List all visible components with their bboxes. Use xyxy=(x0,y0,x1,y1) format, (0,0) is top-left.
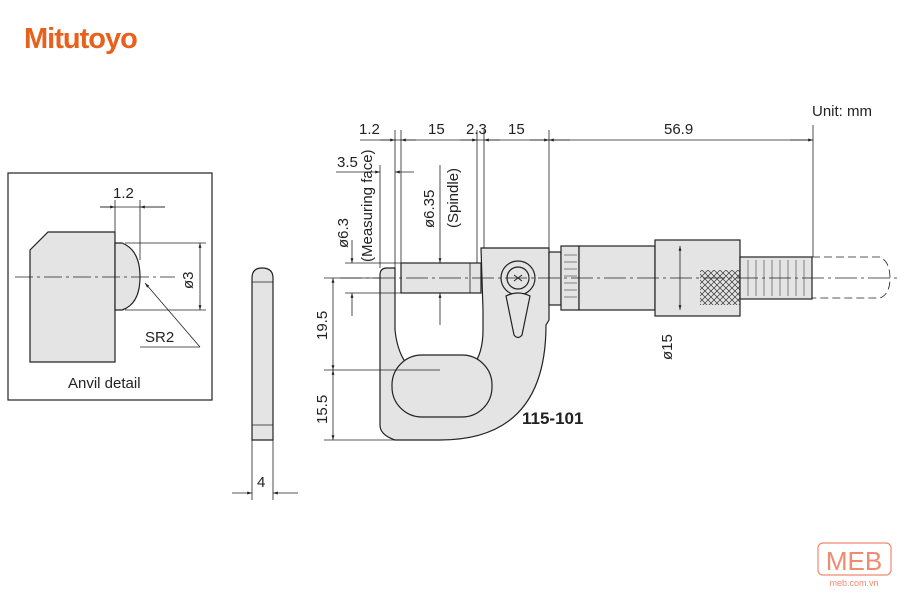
dimension-lines: 1.2 15 2.3 15 56.9 3.5 ø6.3 (Measuring f… xyxy=(314,121,814,441)
anvil-dia-label: ø3 xyxy=(180,271,197,289)
unit-label: Unit: mm xyxy=(812,103,872,120)
dim-height-upper: 19.5 xyxy=(314,311,331,340)
model-label: 115-101 xyxy=(522,409,583,428)
dim-spindle-dia: ø6.35 xyxy=(421,190,438,228)
anvil-detail-panel: 1.2 ø3 SR2 Anvil detail xyxy=(7,172,213,401)
mitutoyo-logo: Mitutoyo xyxy=(24,23,137,55)
dim-measuring-face-dia: ø6.3 xyxy=(335,218,352,248)
anvil-width-label: 1.2 xyxy=(113,185,134,202)
anvil-detail-title: Anvil detail xyxy=(68,375,141,392)
micrometer-body: 115-101 xyxy=(340,239,898,441)
dim-top-2: 15 xyxy=(428,121,445,138)
dim-offset: 3.5 xyxy=(337,154,358,171)
meb-logo: MEB xyxy=(826,546,882,576)
dim-top-5: 56.9 xyxy=(664,121,693,138)
dim-height-lower: 15.5 xyxy=(314,395,331,424)
dim-top-4: 15 xyxy=(508,121,525,138)
dim-measuring-face-note: (Measuring face) xyxy=(359,149,376,262)
dim-top-1: 1.2 xyxy=(359,121,380,138)
pin-view: 4 xyxy=(232,267,298,500)
dim-top-3: 2.3 xyxy=(466,121,487,138)
dim-thimble-dia: ø15 xyxy=(659,334,676,360)
meb-url: meb.com.vn xyxy=(829,578,878,588)
pin-width-label: 4 xyxy=(257,474,265,491)
dim-spindle-note: (Spindle) xyxy=(445,168,462,228)
meb-watermark: MEB meb.com.vn xyxy=(817,542,892,588)
anvil-radius-label: SR2 xyxy=(145,329,174,346)
